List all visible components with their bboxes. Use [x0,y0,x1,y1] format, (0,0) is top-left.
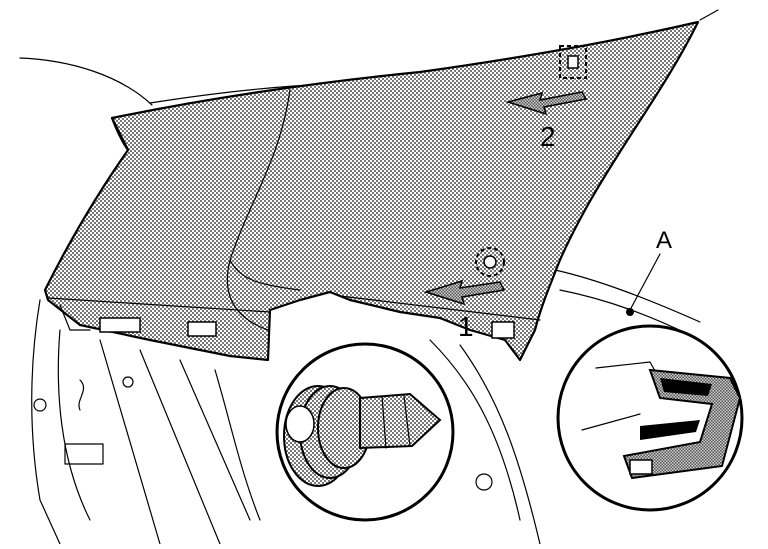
part-a-label: A [656,227,672,254]
clip-marker-upper [559,45,587,79]
step-2-label: 2 [540,121,556,152]
step-1-label: 1 [458,311,474,342]
arrow-step-2 [505,91,588,116]
clip-a-detail-circle [556,324,744,512]
clip-detail-circle [275,342,455,522]
arrow-step-1 [423,279,506,306]
quarter-trim-panel [43,20,700,362]
clip-marker-lower [475,247,505,277]
part-a-leader-line [626,253,661,316]
